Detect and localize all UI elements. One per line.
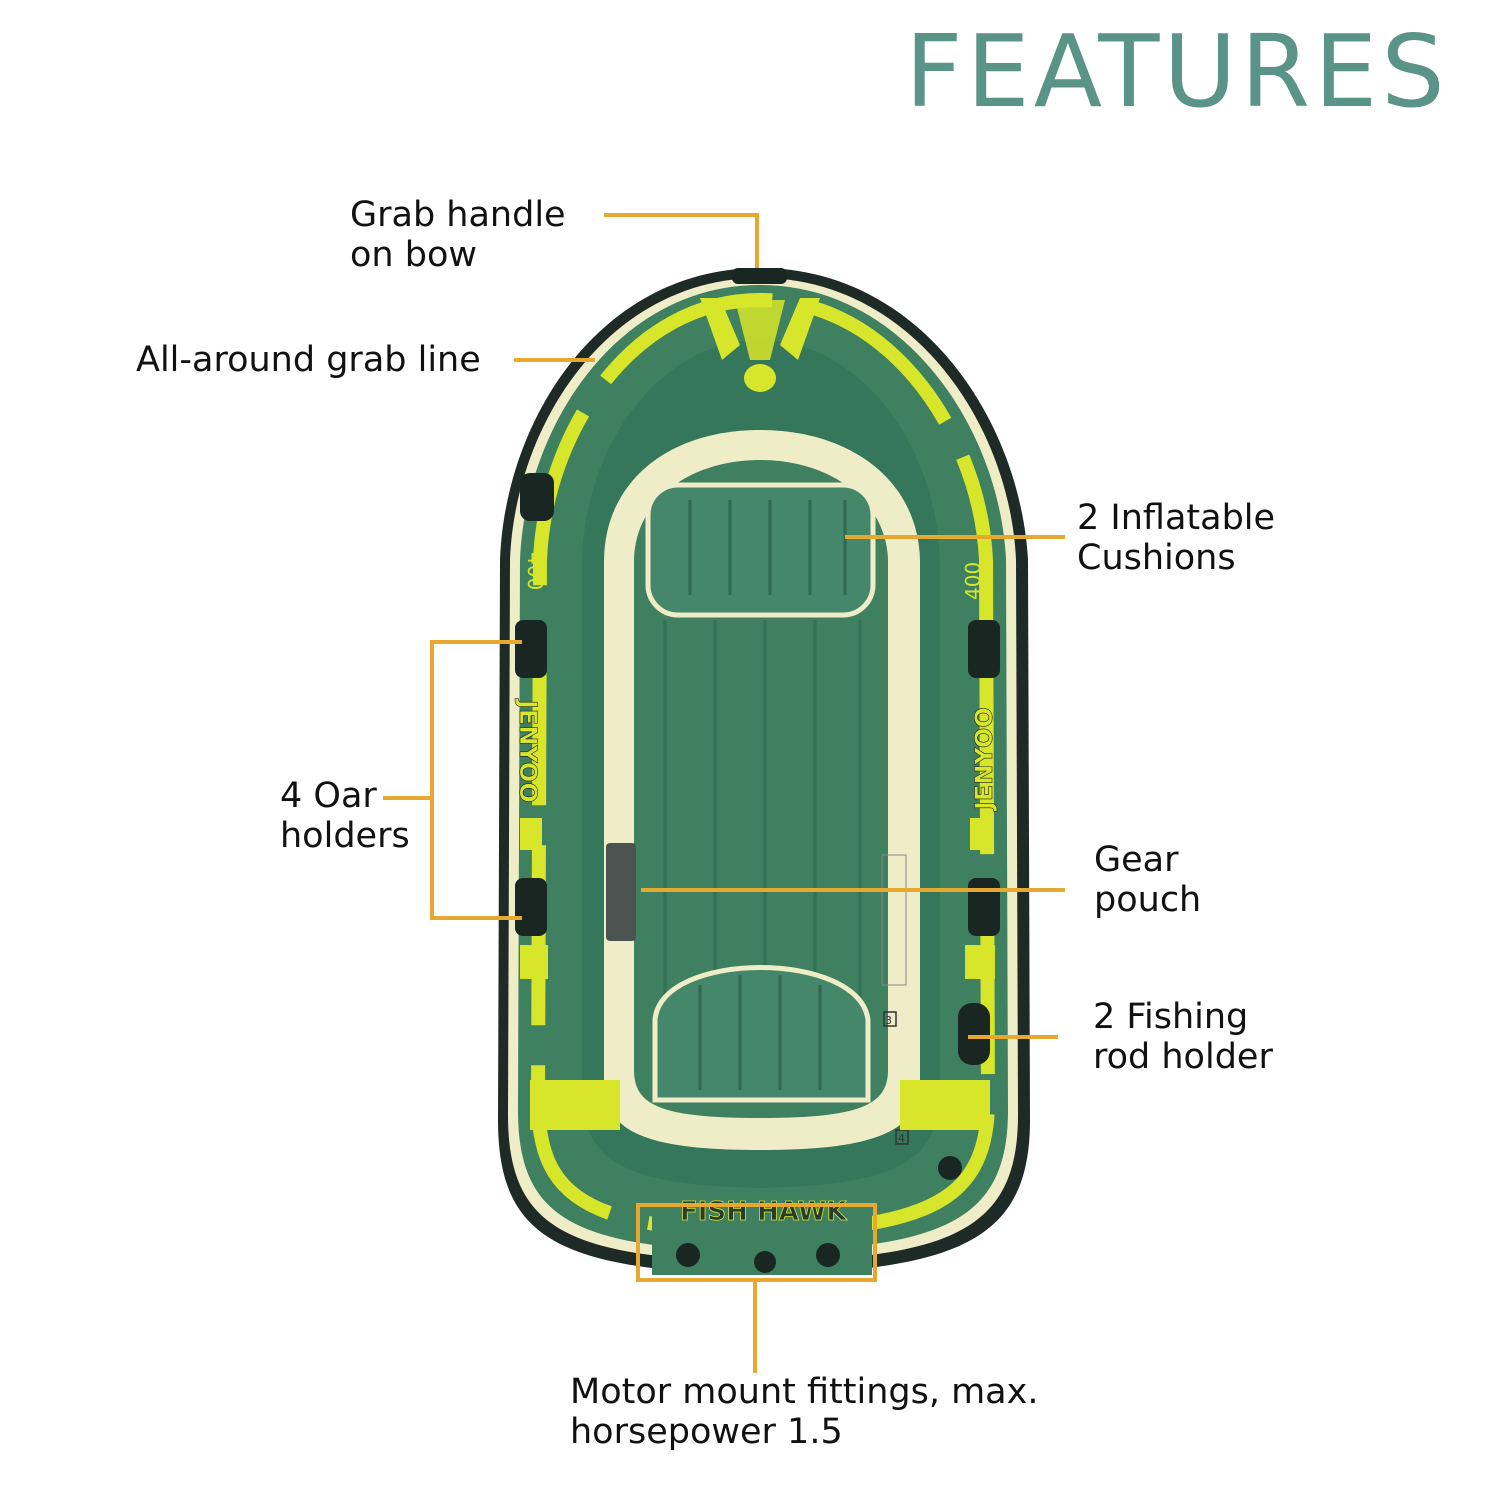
chamber-4-label: 4: [898, 1132, 905, 1145]
callout-grab-handle: Grab handle on bow: [350, 195, 566, 275]
rear-cushion: [652, 965, 871, 1103]
left-model-text: 400: [523, 552, 547, 590]
right-model-text: 400: [961, 562, 985, 600]
chamber-3-label: 3: [885, 1014, 892, 1027]
callout-motor-mount: Motor mount fittings, max. horsepower 1.…: [570, 1372, 1039, 1452]
rod-holders: [958, 1003, 990, 1065]
callout-grab-line: All-around grab line: [136, 340, 481, 380]
right-brand-text: JENYOO: [970, 707, 998, 812]
left-brand-text: JENYOO: [514, 698, 542, 803]
gear-pouch: [606, 843, 636, 941]
callout-gear-pouch: Gear pouch: [1094, 840, 1202, 920]
leader-lines: [383, 213, 1065, 1373]
hawk-logo-icon: [700, 298, 820, 392]
stern-text: FISH HAWK: [680, 1197, 847, 1227]
page-title: FEATURES: [905, 13, 1449, 130]
callout-cushions: 2 Inflatable Cushions: [1077, 498, 1276, 578]
valve-icon: [938, 1156, 962, 1180]
grab-handle: [732, 268, 787, 284]
callout-oar-holders: 4 Oar holders: [280, 776, 410, 856]
motor-mount-fittings: [676, 1243, 840, 1273]
oar-holders: [515, 473, 1000, 936]
callout-rod-holder: 2 Fishing rod holder: [1093, 997, 1273, 1077]
boat-floor: [634, 460, 888, 1118]
front-cushion: [645, 482, 876, 618]
